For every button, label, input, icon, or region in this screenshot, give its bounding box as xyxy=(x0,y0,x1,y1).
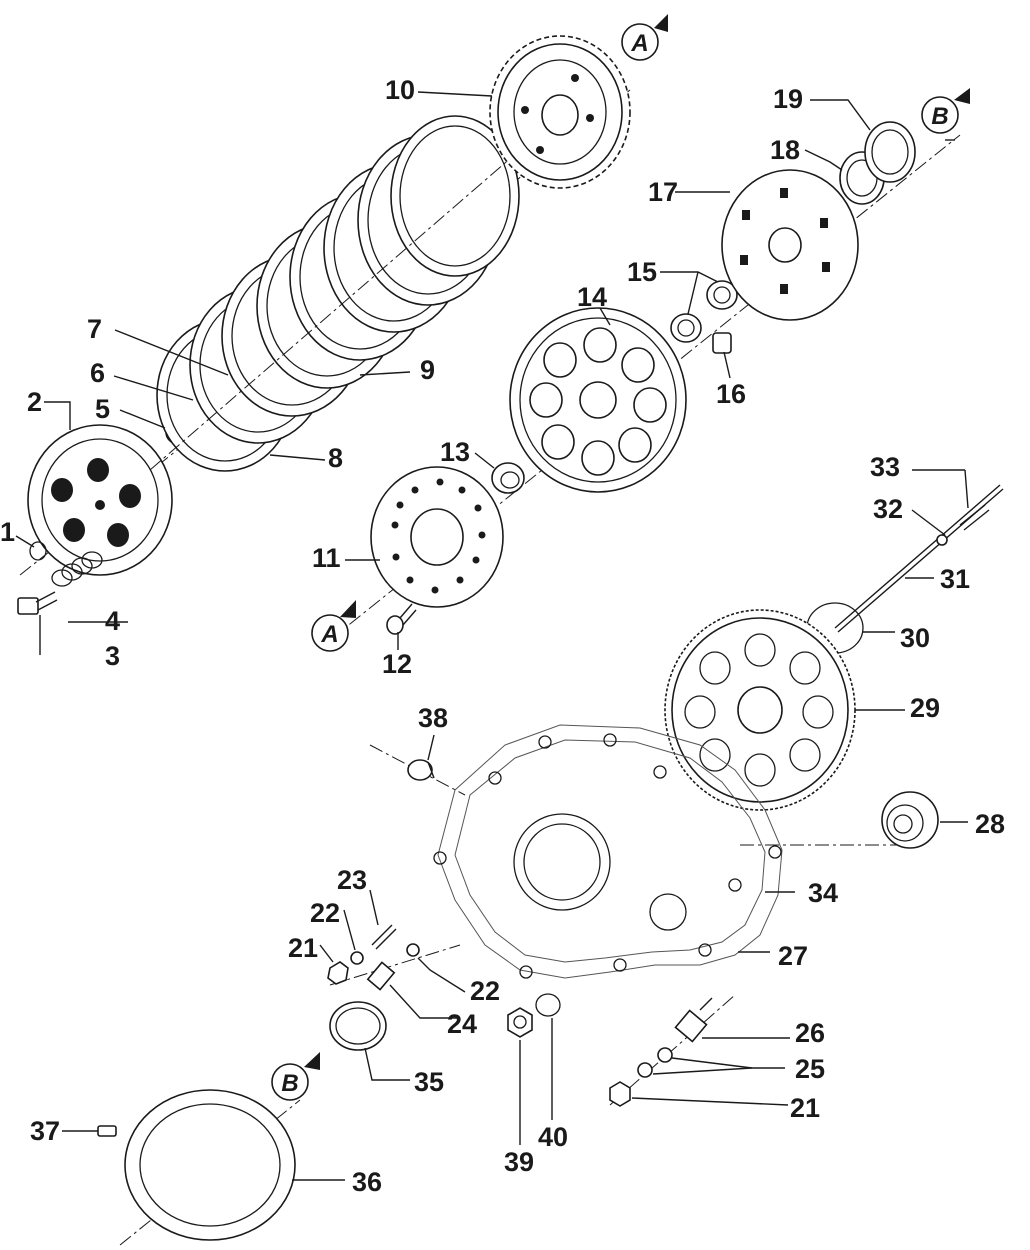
bolt-24 xyxy=(366,961,396,991)
label-2: 2 xyxy=(27,387,42,417)
label-37: 37 xyxy=(30,1116,60,1146)
washer-22a xyxy=(350,951,364,965)
ref-a-top-text: A xyxy=(630,30,648,57)
screw-37 xyxy=(62,1125,117,1137)
washer-25a xyxy=(657,1047,673,1063)
ref-marker-a-top: A xyxy=(621,14,668,61)
label-15: 15 xyxy=(627,257,657,287)
stud-26 xyxy=(674,997,713,1043)
bushings-15 xyxy=(670,280,738,343)
bearing-28 xyxy=(881,791,939,849)
label-39: 39 xyxy=(504,1147,534,1177)
label-40: 40 xyxy=(538,1122,568,1152)
label-6: 6 xyxy=(90,358,105,388)
plug-38 xyxy=(407,759,435,781)
label-14: 14 xyxy=(577,282,607,312)
label-36: 36 xyxy=(352,1167,382,1197)
label-1: 1 xyxy=(0,517,15,547)
ref-b-bottom-text: B xyxy=(281,1070,298,1097)
stud-23 xyxy=(371,924,397,950)
label-16: 16 xyxy=(716,379,746,409)
label-22a: 22 xyxy=(310,898,340,928)
oring-40 xyxy=(535,993,561,1017)
label-5: 5 xyxy=(95,394,110,424)
label-31: 31 xyxy=(940,564,970,594)
label-28: 28 xyxy=(975,809,1005,839)
pushrod-31 xyxy=(834,484,1004,633)
label-34: 34 xyxy=(808,878,838,908)
label-29: 29 xyxy=(910,693,940,723)
label-23: 23 xyxy=(337,865,367,895)
primary-gear-17 xyxy=(721,169,859,321)
leader-lines xyxy=(15,91,969,1181)
bearing-13 xyxy=(491,462,525,494)
label-25a: 25 xyxy=(795,1054,825,1084)
label-21b: 21 xyxy=(790,1093,820,1123)
label-17: 17 xyxy=(648,177,678,207)
label-12: 12 xyxy=(382,649,412,679)
label-13: 13 xyxy=(440,437,470,467)
clutch-drum-14 xyxy=(509,307,687,493)
pin-32 xyxy=(936,534,948,546)
screw-12 xyxy=(386,603,417,635)
pressure-plate-2 xyxy=(27,424,173,576)
spring-4 xyxy=(51,551,103,587)
ref-b-top-text: B xyxy=(931,103,948,130)
pin-33 xyxy=(959,504,990,531)
gear-29 xyxy=(664,609,856,811)
part-labels: 1 2 3 4 5 6 7 8 9 10 11 12 13 14 15 16 1… xyxy=(0,75,1005,1197)
label-35: 35 xyxy=(414,1067,444,1097)
ref-marker-a-bottom: A xyxy=(311,600,356,652)
bolt-3 xyxy=(17,591,58,615)
ring-35 xyxy=(329,1001,387,1051)
backing-plate-11 xyxy=(370,466,504,608)
label-30: 30 xyxy=(900,623,930,653)
washer-25b xyxy=(637,1062,653,1078)
label-26: 26 xyxy=(795,1018,825,1048)
nut-21b xyxy=(609,1081,631,1107)
label-22b: 22 xyxy=(470,976,500,1006)
label-33: 33 xyxy=(870,452,900,482)
label-19: 19 xyxy=(773,84,803,114)
label-18: 18 xyxy=(770,135,800,165)
label-4: 4 xyxy=(105,606,120,636)
label-8: 8 xyxy=(328,443,343,473)
ref-marker-b-bottom: B xyxy=(271,1052,320,1101)
label-10: 10 xyxy=(385,75,415,105)
label-11: 11 xyxy=(312,543,341,573)
label-9: 9 xyxy=(420,355,435,385)
label-32: 32 xyxy=(873,494,903,524)
clutch-cover-34 xyxy=(433,724,783,979)
label-38: 38 xyxy=(418,703,448,733)
bearing-19 xyxy=(864,121,916,183)
nut-21a xyxy=(327,961,349,985)
label-27: 27 xyxy=(778,941,808,971)
label-24: 24 xyxy=(447,1009,477,1039)
circlip-1 xyxy=(29,541,47,561)
ref-marker-b-top: B xyxy=(921,88,970,141)
clutch-hub-10 xyxy=(489,35,631,189)
key-16 xyxy=(712,332,732,354)
label-21a: 21 xyxy=(288,933,318,963)
ref-a-bottom-text: A xyxy=(320,621,338,648)
label-7: 7 xyxy=(87,314,102,344)
outer-cover-36 xyxy=(124,1089,296,1241)
clutch-plates-8-9 xyxy=(149,115,521,472)
label-3: 3 xyxy=(105,641,120,671)
plug-39 xyxy=(507,1007,533,1038)
washer-22b xyxy=(406,943,420,957)
